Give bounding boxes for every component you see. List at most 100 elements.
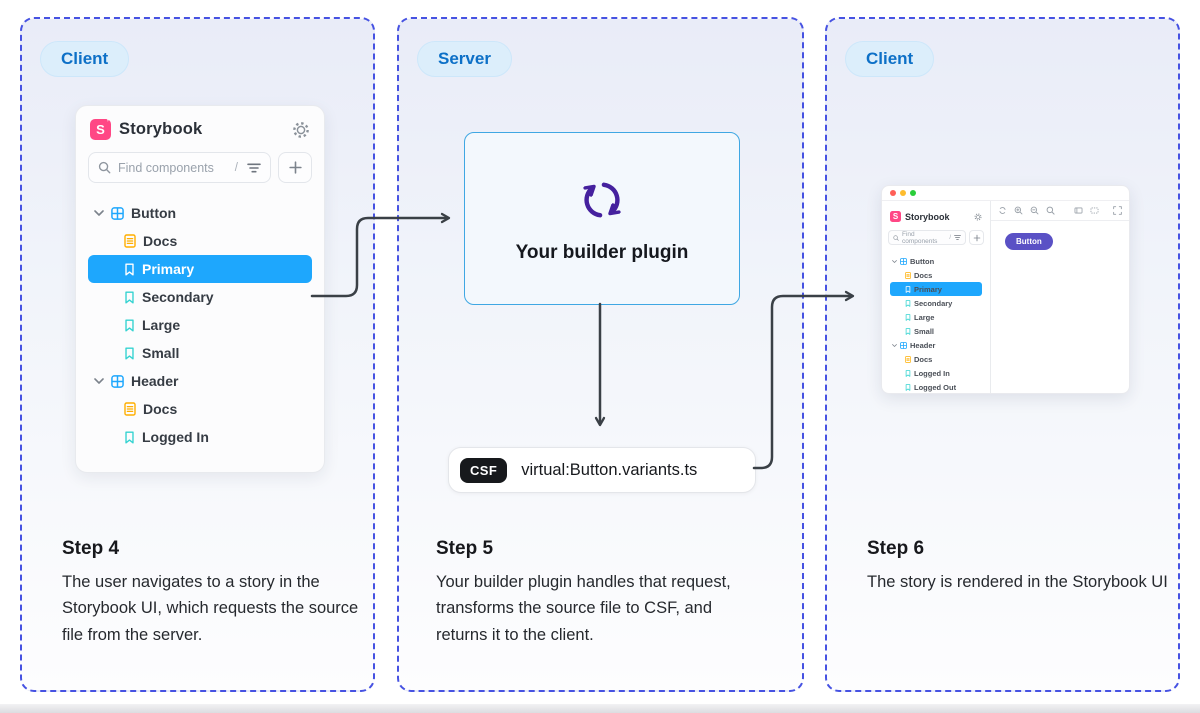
component-tree: Button Docs: [888, 254, 984, 393]
story-preview: Button: [991, 221, 1129, 250]
docs-icon: [905, 356, 911, 363]
add-story-button[interactable]: [278, 152, 312, 183]
zoom-out-icon[interactable]: [1030, 206, 1039, 215]
sync-icon: [575, 182, 629, 218]
outline-icon[interactable]: [1090, 206, 1099, 215]
bookmark-icon: [905, 384, 911, 391]
tree-item[interactable]: Button: [890, 254, 982, 268]
storybook-sidebar-card: S Storybook Find components /: [75, 105, 325, 473]
panel-client-left: Client S Storybook Find components /: [20, 17, 375, 692]
minimize-window-dot[interactable]: [900, 190, 906, 196]
builder-plugin-box: Your builder plugin: [464, 132, 740, 305]
tree-item[interactable]: Small: [88, 339, 312, 367]
search-input[interactable]: Find components /: [888, 230, 966, 245]
tree-item[interactable]: Small: [890, 324, 982, 338]
storybook-title: Storybook: [119, 120, 203, 138]
bookmark-icon: [905, 370, 911, 377]
rendered-button[interactable]: Button: [1005, 233, 1053, 250]
tree-item[interactable]: Docs: [890, 352, 982, 366]
bookmark-icon: [905, 300, 911, 307]
tree-item-label: Primary: [142, 261, 195, 277]
maximize-window-dot[interactable]: [910, 190, 916, 196]
page-bottom-strip: [0, 704, 1200, 713]
step-title: Step 5: [436, 538, 494, 559]
search-icon: [893, 235, 899, 241]
gear-icon[interactable]: [292, 121, 310, 139]
tree-item-label: Button: [131, 205, 177, 221]
bookmark-icon: [905, 314, 911, 321]
tree-item-label: Header: [131, 373, 179, 389]
panel-client-right: Client S Storybook Find c: [825, 17, 1180, 692]
tree-item[interactable]: Secondary: [88, 283, 312, 311]
tree-item-label: Docs: [143, 233, 178, 249]
remount-icon[interactable]: [998, 206, 1007, 215]
chevron-down-icon: [94, 210, 104, 216]
mini-sidebar: S Storybook Find components /: [882, 201, 991, 393]
filter-icon[interactable]: [247, 163, 261, 173]
zoom-in-icon[interactable]: [1014, 206, 1023, 215]
gear-icon[interactable]: [974, 213, 982, 221]
tree-item[interactable]: Primary: [88, 255, 312, 283]
csf-file-chip: CSF virtual:Button.variants.ts: [448, 447, 756, 493]
search-placeholder: Find components: [118, 160, 214, 175]
component-icon: [900, 258, 907, 265]
search-placeholder: Find components: [902, 230, 938, 245]
virtual-file-name: virtual:Button.variants.ts: [521, 460, 698, 479]
tree-item[interactable]: Button: [88, 199, 312, 227]
step-title: Step 4: [62, 538, 120, 559]
builder-plugin-label: Your builder plugin: [515, 242, 689, 263]
tree-item[interactable]: Logged In: [890, 366, 982, 380]
tree-item[interactable]: Docs: [890, 268, 982, 282]
close-window-dot[interactable]: [890, 190, 896, 196]
tree-item[interactable]: Secondary: [890, 296, 982, 310]
storybook-browser-window: S Storybook Find components /: [881, 185, 1130, 394]
step-body: The user navigates to a story in the Sto…: [62, 573, 359, 644]
chevron-down-icon: [892, 260, 897, 263]
add-story-button[interactable]: [969, 230, 984, 245]
component-icon: [111, 207, 124, 220]
tree-item[interactable]: Docs: [88, 395, 312, 423]
chevron-down-icon: [94, 378, 104, 384]
bookmark-icon: [124, 319, 135, 332]
tree-item-label: Primary: [914, 284, 942, 294]
tree-item-label: Small: [142, 345, 180, 361]
measure-icon[interactable]: [1074, 206, 1083, 215]
client-badge: Client: [845, 41, 935, 77]
tree-item[interactable]: Docs: [88, 227, 312, 255]
bookmark-icon: [905, 328, 911, 335]
tree-item-label: Button: [910, 256, 935, 266]
search-input[interactable]: Find components /: [88, 152, 271, 183]
filter-icon[interactable]: [954, 235, 961, 240]
storybook-header: S Storybook: [76, 106, 324, 152]
tree-item[interactable]: Logged In: [88, 423, 312, 451]
canvas-toolbar: [991, 201, 1129, 221]
tree-item-label: Logged In: [914, 368, 950, 378]
reset-zoom-icon[interactable]: [1046, 206, 1055, 215]
tree-item[interactable]: Large: [88, 311, 312, 339]
search-row: Find components /: [76, 152, 324, 183]
tree-item[interactable]: Header: [88, 367, 312, 395]
tree-item-label: Docs: [914, 270, 933, 280]
tree-item-label: Large: [914, 312, 935, 322]
tree-item[interactable]: Header: [890, 338, 982, 352]
step-block: Step 4 The user navigates to a story in …: [62, 538, 367, 648]
expand-icon[interactable]: [1113, 206, 1122, 215]
panel-server: Server Your builder plugin CSF virtual:B…: [397, 17, 804, 692]
component-tree: Button Docs Primary: [76, 199, 324, 451]
tree-item-label: Logged Out: [914, 382, 957, 392]
client-badge: Client: [40, 41, 130, 77]
docs-icon: [124, 234, 136, 248]
tree-item-label: Header: [910, 340, 936, 350]
tree-item[interactable]: Logged Out: [890, 380, 982, 393]
tree-item[interactable]: Primary: [890, 282, 982, 296]
step-body: Your builder plugin handles that request…: [436, 573, 731, 644]
storybook-title: Storybook: [905, 211, 950, 222]
component-icon: [111, 375, 124, 388]
search-shortcut: /: [234, 161, 238, 174]
tree-item[interactable]: Large: [890, 310, 982, 324]
bookmark-icon: [124, 347, 135, 360]
component-icon: [900, 342, 907, 349]
tree-item-label: Small: [914, 326, 935, 336]
step-block: Step 5 Your builder plugin handles that …: [436, 538, 758, 648]
